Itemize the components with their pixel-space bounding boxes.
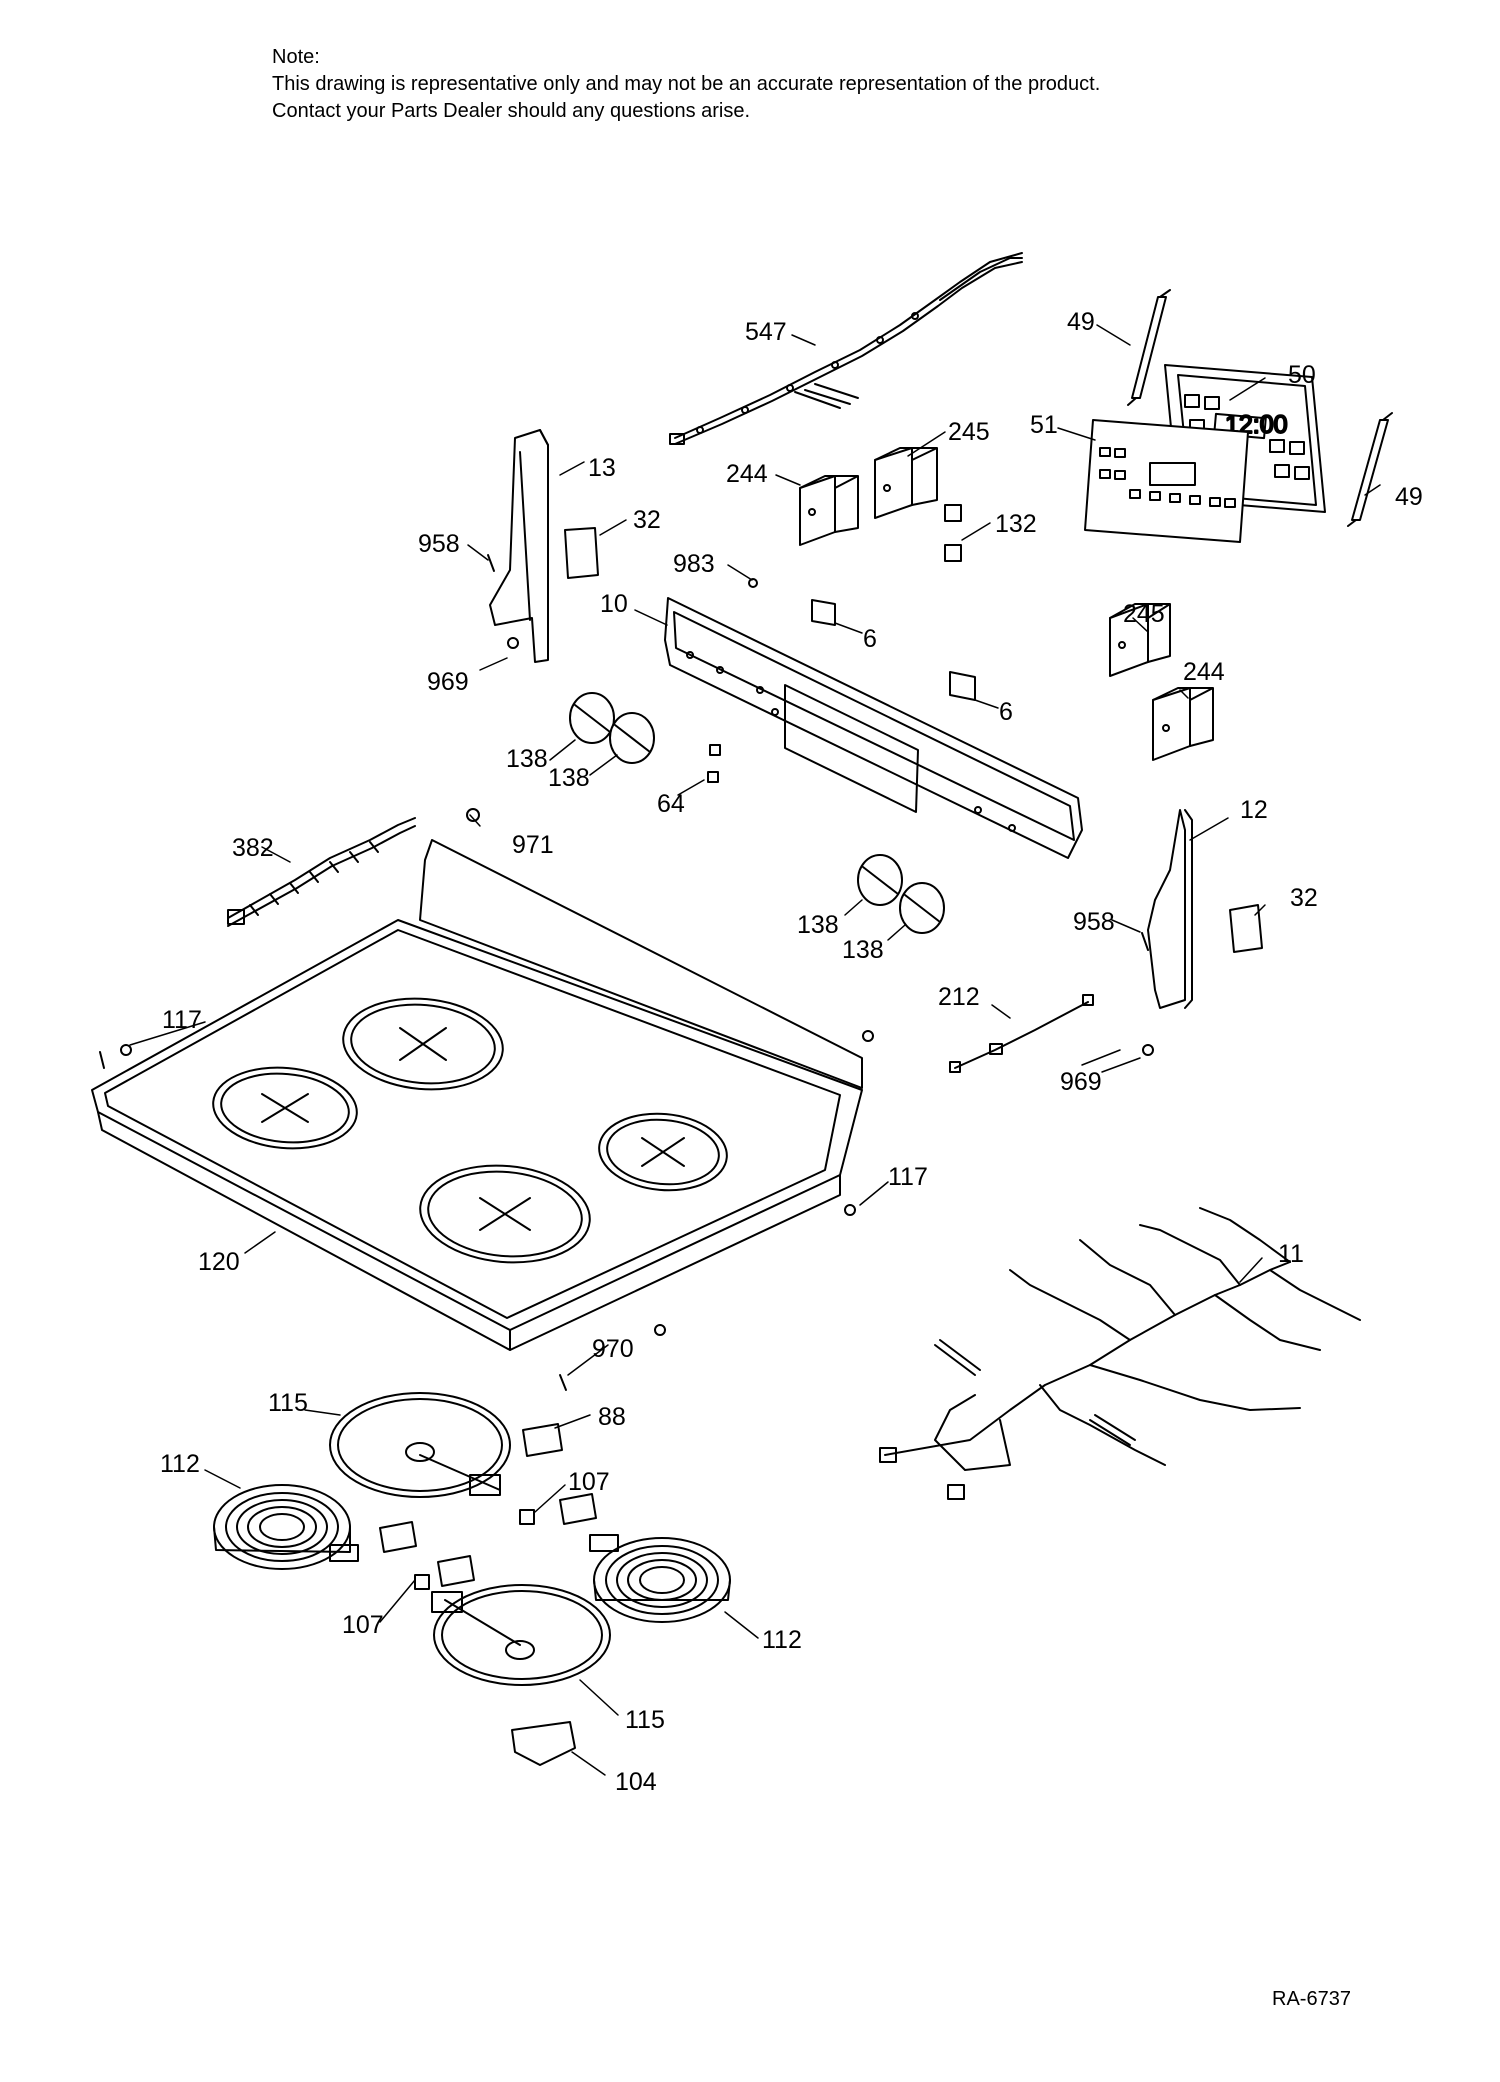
clip-32-right	[1229, 904, 1263, 953]
relay-132	[944, 504, 962, 562]
callout-115: 115	[625, 1706, 665, 1734]
knob-138-d	[899, 882, 945, 934]
end-cap-13	[489, 429, 549, 663]
callout-244: 244	[1183, 658, 1225, 686]
callout-51: 51	[1030, 411, 1058, 439]
callout-104: 104	[615, 1768, 657, 1796]
disclaimer-note: Note: This drawing is representative onl…	[272, 44, 1100, 125]
knob-138-c	[857, 854, 903, 906]
clip-32-left	[564, 527, 599, 579]
cooktop-glass-120	[91, 839, 863, 1351]
callout-212: 212	[938, 983, 980, 1011]
element-112-left	[213, 1484, 359, 1570]
element-115-bottom	[431, 1584, 611, 1686]
limiter-107	[414, 1509, 535, 1590]
switch-244-right	[1152, 687, 1214, 761]
callout-107: 107	[568, 1468, 610, 1496]
callout-245: 245	[1123, 600, 1165, 628]
callout-382: 382	[232, 834, 274, 862]
callout-11: 11	[1278, 1240, 1304, 1268]
callout-64: 64	[657, 790, 685, 818]
callout-32: 32	[1290, 884, 1318, 912]
knob-138-a	[569, 692, 615, 744]
callout-88: 88	[598, 1403, 626, 1431]
callout-138: 138	[842, 936, 884, 964]
switch-244-top	[799, 475, 859, 546]
callout-969: 969	[1060, 1068, 1102, 1096]
callout-32: 32	[633, 506, 661, 534]
wire-harness-547	[669, 252, 1023, 445]
callout-12: 12	[1240, 796, 1268, 824]
callout-112: 112	[160, 1450, 200, 1478]
fasteners	[99, 554, 1154, 1391]
callout-970: 970	[592, 1335, 634, 1363]
callout-6: 6	[863, 625, 877, 653]
callout-49: 49	[1395, 483, 1423, 511]
callout-10: 10	[600, 590, 628, 618]
callout-138: 138	[797, 911, 839, 939]
note-heading: Note:	[272, 46, 320, 68]
callout-112: 112	[762, 1626, 802, 1654]
callout-50: 50	[1288, 361, 1316, 389]
bracket-49-left	[1127, 289, 1171, 406]
note-line-2: Contact your Parts Dealer should any que…	[272, 100, 751, 122]
callout-138: 138	[548, 764, 590, 792]
wire-harness-11	[879, 1207, 1361, 1500]
callout-983: 983	[673, 550, 715, 578]
bracket-49-right	[1347, 412, 1393, 527]
sensor-pad-88	[379, 1423, 597, 1587]
callout-971: 971	[512, 831, 554, 859]
switch-245-right	[1109, 603, 1171, 677]
knob-138-b	[609, 712, 655, 764]
diagram-id: RA-6737	[1272, 1988, 1351, 2010]
label-6-a	[811, 599, 836, 626]
callout-numbers: 547 49 50 51 49 245 244 132 13 32 958 98…	[160, 308, 1423, 1796]
leader-lines	[129, 324, 1381, 1776]
callout-958: 958	[1073, 908, 1115, 936]
callout-107: 107	[342, 1611, 384, 1639]
callout-6: 6	[999, 698, 1013, 726]
label-6-b	[949, 671, 976, 701]
end-cap-12	[1147, 809, 1193, 1009]
display-readout: 12:00	[1225, 411, 1288, 439]
callout-115: 115	[268, 1389, 308, 1417]
faceplate-51	[1084, 419, 1249, 543]
note-line-1: This drawing is representative only and …	[272, 73, 1101, 95]
callout-138: 138	[506, 745, 548, 773]
callout-117: 117	[162, 1006, 202, 1034]
callout-244: 244	[726, 460, 768, 488]
callout-969: 969	[427, 668, 469, 696]
cable-212	[949, 994, 1094, 1073]
bracket-104	[511, 1721, 576, 1766]
callout-49: 49	[1067, 308, 1095, 336]
element-112-right	[589, 1534, 731, 1623]
callout-245: 245	[948, 418, 990, 446]
callout-120: 120	[198, 1248, 240, 1276]
callout-117: 117	[888, 1163, 928, 1191]
switch-245-top	[874, 447, 938, 519]
sensor-382	[227, 817, 416, 927]
callout-132: 132	[995, 510, 1037, 538]
spacer-64	[707, 744, 721, 783]
control-panel-10	[664, 597, 1083, 859]
callout-958: 958	[418, 530, 460, 558]
element-115-top	[329, 1392, 511, 1498]
callout-13: 13	[588, 454, 616, 482]
callout-547: 547	[745, 318, 787, 346]
